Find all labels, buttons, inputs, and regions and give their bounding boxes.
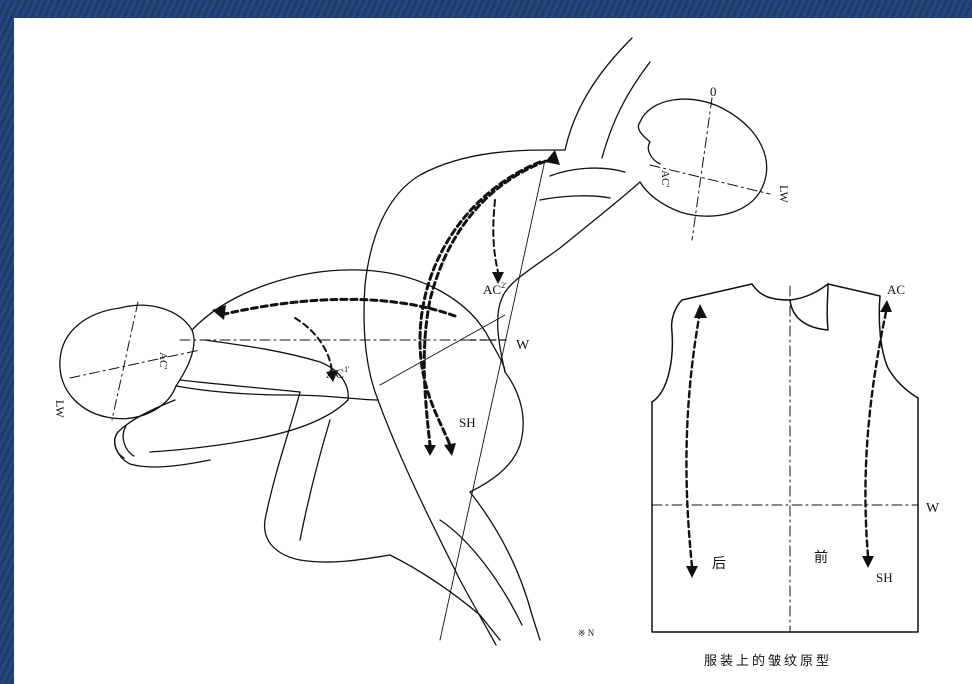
label-garment-w: W: [926, 501, 940, 516]
label-torso-ac-base: AC: [483, 282, 501, 297]
corner-scribble: ※ N: [578, 628, 595, 638]
label-garment-back: 后: [712, 556, 726, 572]
label-arm-ac: AC1': [326, 365, 350, 381]
label-head-low-ac: AC': [157, 352, 169, 369]
label-hip-sh: SH: [459, 415, 476, 430]
label-garment-ac: AC: [887, 282, 905, 297]
label-waist-w: W: [516, 338, 530, 353]
label-head-top-lw: LW: [777, 185, 791, 203]
label-torso-ac-sup: 2': [501, 281, 507, 290]
bent-figure-outline: [60, 270, 505, 640]
label-garment-sh: SH: [876, 570, 893, 585]
label-arm-ac-base: AC: [326, 366, 344, 381]
label-garment-front: 前: [814, 549, 828, 566]
label-head-low-lw: LW: [53, 400, 67, 418]
label-head-top-zero: 0: [710, 84, 717, 99]
label-arm-ac-sup: 1': [344, 365, 350, 374]
figure-caption: 服装上的皱纹原型: [704, 650, 864, 669]
label-head-top-ac: AC': [659, 170, 671, 187]
